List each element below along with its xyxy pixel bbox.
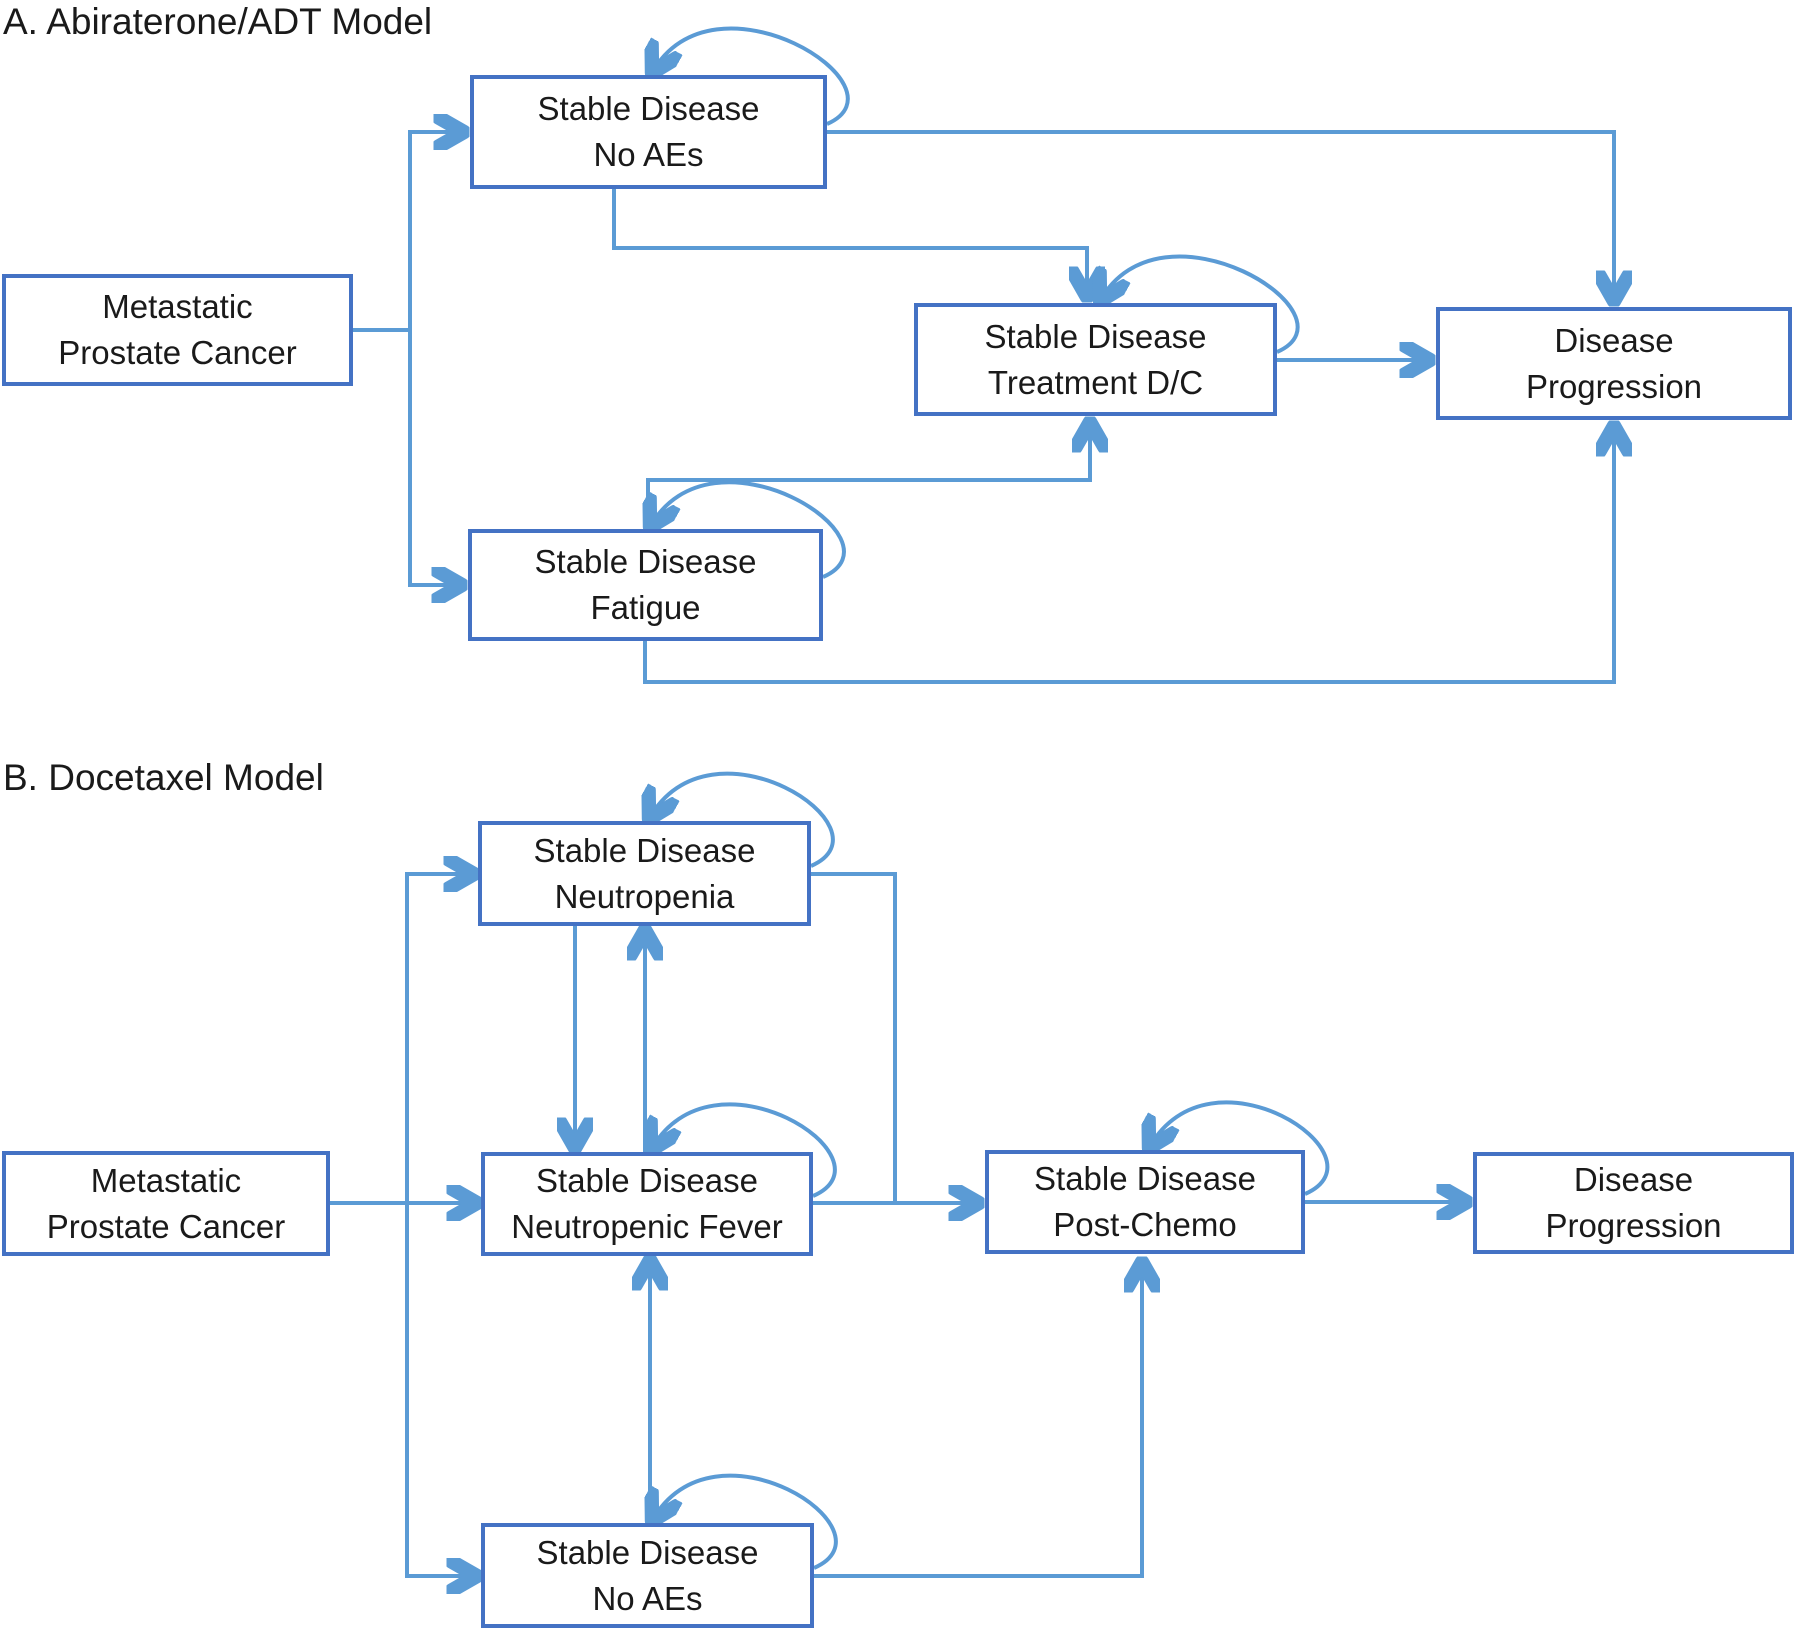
arrow-a-no-aes-to-progression (827, 130, 1614, 301)
arrow-b-no-aes-to-postchemo (814, 1262, 1142, 1578)
arrow-b-metastatic-to-neutropenia (405, 874, 474, 1203)
self-loop-a-no-aes (652, 26, 850, 126)
node-label-line: Stable Disease (533, 831, 756, 869)
node-b-disease-progression: Disease Progression (1473, 1152, 1794, 1254)
node-label-line: Stable Disease (536, 1162, 758, 1200)
arrow-a-metastatic-to-no-aes (408, 132, 464, 330)
node-b-metastatic-prostate-cancer: Metastatic Prostate Cancer (2, 1151, 330, 1256)
node-label-line: Stable Disease (1034, 1160, 1256, 1198)
node-label-line: Progression (1545, 1207, 1722, 1244)
node-label-line: Stable Disease (984, 317, 1207, 355)
node-label-line: Stable Disease (537, 90, 760, 128)
node-a-stable-disease-no-aes: Stable Disease No AEs (470, 75, 827, 189)
node-b-stable-disease-post-chemo: Stable Disease Post-Chemo (985, 1150, 1305, 1254)
arrow-a-no-aes-to-treatment-dc (612, 189, 1087, 297)
node-b-stable-disease-neutropenic-fever: Stable Disease Neutropenic Fever (481, 1152, 813, 1256)
line-b-neutropenia-to-postchemo-bypass (811, 872, 897, 1201)
node-label-line: No AEs (593, 136, 704, 173)
node-label-line: Disease (1554, 321, 1674, 359)
node-label-line: Stable Disease (534, 543, 757, 581)
self-loop-b-no-aes (652, 1473, 838, 1570)
arrow-b-metastatic-to-no-aes (405, 1203, 477, 1576)
node-label-line: Treatment D/C (987, 363, 1204, 401)
node-a-stable-disease-fatigue: Stable Disease Fatigue (468, 529, 823, 641)
node-label-line: Prostate Cancer (46, 1207, 286, 1245)
node-label-line: Post-Chemo (1053, 1206, 1237, 1243)
arrow-a-fatigue-to-progression (643, 426, 1614, 684)
node-label-line: Stable Disease (536, 1533, 759, 1571)
node-label-line: Metastatic (90, 1161, 242, 1199)
panel-a-title: A. Abiraterone/ADT Model (3, 1, 433, 42)
arrow-a-metastatic-to-fatigue (408, 330, 462, 585)
self-loop-b-fever (651, 1102, 837, 1198)
arrow-a-fatigue-to-treatment-dc (646, 422, 1090, 529)
node-label-line: Progression (1525, 367, 1703, 405)
self-loop-b-postchemo (1149, 1100, 1330, 1196)
panel-b-title: B. Docetaxel Model (3, 757, 324, 798)
node-label-line: Prostate Cancer (58, 334, 297, 371)
self-loop-b-neutropenia (649, 771, 835, 868)
node-b-stable-disease-no-aes: Stable Disease No AEs (481, 1523, 814, 1628)
node-label-line: No AEs (592, 1579, 703, 1617)
node-label-line: Fatigue (590, 589, 701, 626)
node-b-stable-disease-neutropenia: Stable Disease Neutropenia (478, 821, 811, 926)
node-label-line: Disease (1573, 1161, 1694, 1199)
node-label-line: Metastatic (102, 288, 253, 326)
node-a-disease-progression: Disease Progression (1436, 307, 1792, 420)
node-label-line: Neutropenic Fever (511, 1208, 783, 1245)
node-a-metastatic-prostate-cancer: Metastatic Prostate Cancer (2, 274, 353, 386)
node-a-stable-disease-treatment-dc: Stable Disease Treatment D/C (914, 303, 1277, 416)
self-loop-a-treatment-dc (1100, 254, 1300, 354)
node-label-line: Neutropenia (554, 877, 735, 915)
self-loop-a-fatigue (650, 480, 846, 579)
